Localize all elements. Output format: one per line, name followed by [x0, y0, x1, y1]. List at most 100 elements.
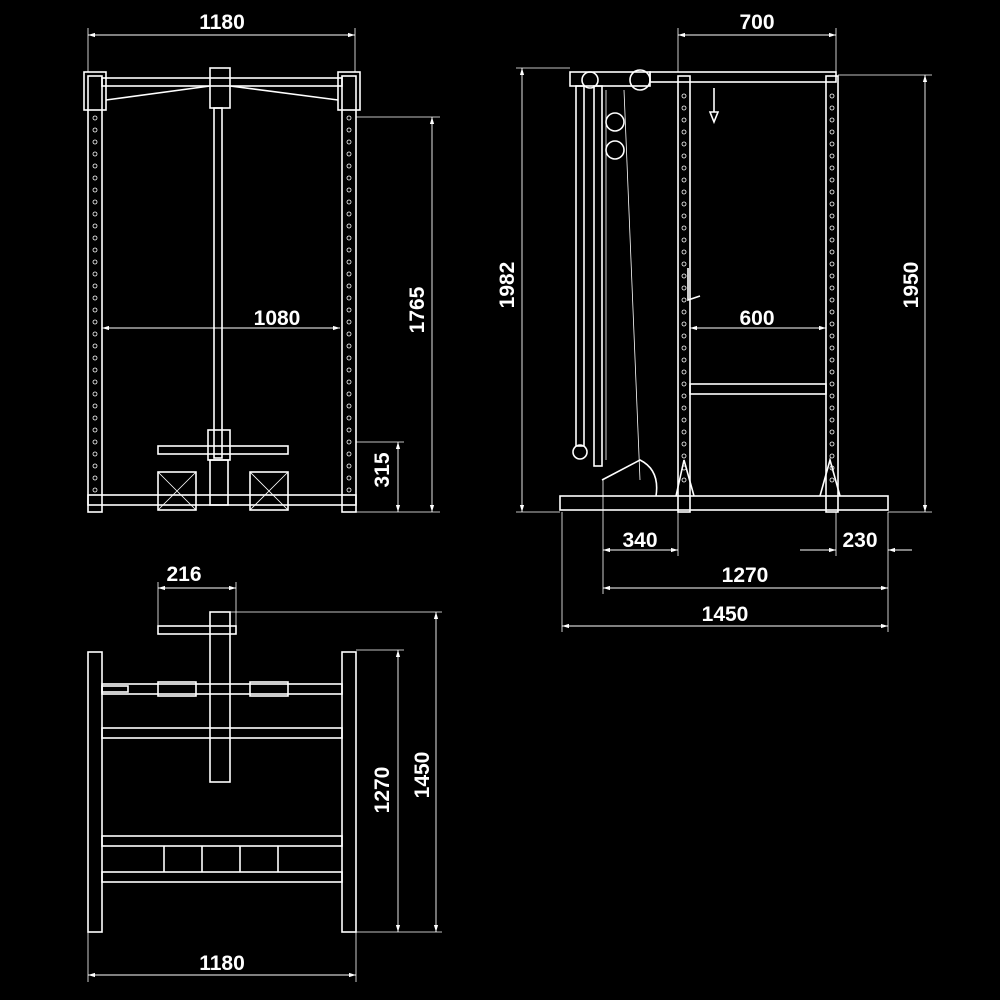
upright-hole — [92, 439, 98, 445]
upright-hole — [829, 405, 835, 411]
lat-column-top — [209, 611, 231, 783]
upright-hole — [346, 199, 352, 205]
upright-hole — [346, 355, 352, 361]
upright-hole — [92, 259, 98, 265]
upright-hole — [829, 105, 835, 111]
upright-hole — [92, 355, 98, 361]
upright-hole — [92, 475, 98, 481]
upright-hole — [681, 105, 687, 111]
upright-hole — [346, 271, 352, 277]
dim-top-overall-length: 1450 — [411, 752, 434, 799]
upright-hole — [346, 211, 352, 217]
pulley-icon — [605, 112, 625, 132]
weight-horn — [601, 459, 658, 497]
dimensions: 1180 1080 1765 315 700 1982 1950 600 340… — [87, 11, 932, 982]
upright-hole — [346, 403, 352, 409]
safety-bar — [689, 383, 827, 395]
upright-hole — [681, 93, 687, 99]
upright-hole — [829, 117, 835, 123]
upright-hole — [829, 345, 835, 351]
upright-hole — [92, 295, 98, 301]
upright-hole — [681, 213, 687, 219]
upright-hole — [681, 333, 687, 339]
mid-crossmember — [101, 727, 343, 739]
spring-stack — [209, 459, 229, 506]
handle-bar — [157, 625, 237, 635]
upright-hole — [346, 307, 352, 313]
upright-hole — [681, 165, 687, 171]
upright-hole — [681, 225, 687, 231]
upright-hole — [829, 189, 835, 195]
upright-hole — [92, 403, 98, 409]
upright-hole — [681, 345, 687, 351]
upright-hole — [92, 331, 98, 337]
upright-hole — [681, 177, 687, 183]
upright-hole — [346, 343, 352, 349]
lat-column — [213, 107, 223, 459]
upright-hole — [92, 211, 98, 217]
upright-hole — [346, 259, 352, 265]
storage-peg — [101, 685, 129, 693]
upright-hole — [92, 235, 98, 241]
upright-hole — [92, 163, 98, 169]
cable-post — [593, 85, 603, 467]
upright-hole — [829, 165, 835, 171]
upright-hole — [829, 225, 835, 231]
upright-hole — [92, 427, 98, 433]
upright-hole — [681, 405, 687, 411]
pulley-icon — [572, 444, 588, 460]
upright-hole — [681, 189, 687, 195]
upright-hole — [681, 393, 687, 399]
upright-hole — [681, 261, 687, 267]
upright-hole — [346, 367, 352, 373]
loading-bar — [157, 445, 289, 455]
front-view — [83, 67, 361, 513]
upright-hole — [681, 285, 687, 291]
upright-hole — [346, 415, 352, 421]
pulley-icon — [581, 71, 599, 89]
upright-hole — [829, 261, 835, 267]
upright-hole — [346, 283, 352, 289]
upright-hole — [92, 115, 98, 121]
upright-hole — [92, 379, 98, 385]
upright-hole — [92, 247, 98, 253]
upright-hole — [346, 187, 352, 193]
upright-hole — [346, 139, 352, 145]
left-rail — [87, 651, 103, 933]
upright-hole — [829, 477, 835, 483]
right-rail — [341, 651, 357, 933]
upright-holes — [681, 93, 835, 483]
upright-hole — [346, 115, 352, 121]
upright-hole — [829, 321, 835, 327]
upright-hole — [829, 465, 835, 471]
dim-top-frame-length: 1270 — [371, 767, 394, 814]
upright-hole — [92, 391, 98, 397]
upright-hole — [346, 295, 352, 301]
dim-side-front-offset: 340 — [622, 529, 657, 552]
upright-hole — [346, 463, 352, 469]
rear-upright — [825, 75, 839, 513]
top-crossbar — [101, 77, 343, 87]
pulley-housing — [209, 67, 231, 109]
upright-hole — [829, 441, 835, 447]
upright-hole — [92, 223, 98, 229]
upright-hole — [92, 343, 98, 349]
dim-top-overall-width: 1180 — [199, 952, 245, 975]
upright-hole — [92, 415, 98, 421]
upright-hole — [681, 465, 687, 471]
dim-front-upright-height: 1765 — [406, 286, 429, 333]
weight-carriage — [207, 429, 231, 461]
upright-hole — [681, 429, 687, 435]
upright-hole — [681, 321, 687, 327]
upright-hole — [829, 333, 835, 339]
upright-hole — [681, 297, 687, 303]
upright-hole — [829, 141, 835, 147]
upright-hole — [346, 331, 352, 337]
left-plate — [157, 471, 197, 511]
upright-hole — [829, 237, 835, 243]
upright-hole — [829, 393, 835, 399]
top-view — [87, 611, 357, 933]
left-plate-top — [157, 681, 197, 697]
top-braces — [105, 85, 339, 101]
upright-hole — [829, 213, 835, 219]
